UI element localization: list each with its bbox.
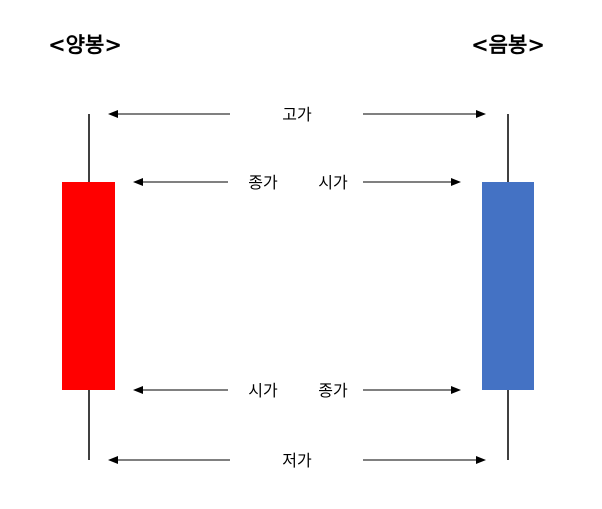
label-open-bottom: 시가 xyxy=(248,381,278,400)
label-low: 저가 xyxy=(282,451,312,470)
arrow-close-bottom-right xyxy=(363,386,461,394)
bullish-title: <양봉> xyxy=(48,33,122,57)
arrow-high-left xyxy=(108,110,230,118)
arrow-close-top-left xyxy=(133,178,228,186)
arrow-low-right xyxy=(363,456,486,464)
label-close-top: 종가 xyxy=(248,173,278,192)
label-close-bottom: 종가 xyxy=(318,381,348,400)
bullish-candle-body xyxy=(62,182,115,390)
arrow-open-bottom-left xyxy=(133,386,228,394)
label-high: 고가 xyxy=(282,105,312,124)
label-open-top: 시가 xyxy=(318,173,348,192)
arrow-low-left xyxy=(108,456,230,464)
bearish-title: <음봉> xyxy=(471,33,545,57)
arrow-high-right xyxy=(363,110,486,118)
bearish-candle-body xyxy=(482,182,534,390)
arrow-open-top-right xyxy=(363,178,461,186)
